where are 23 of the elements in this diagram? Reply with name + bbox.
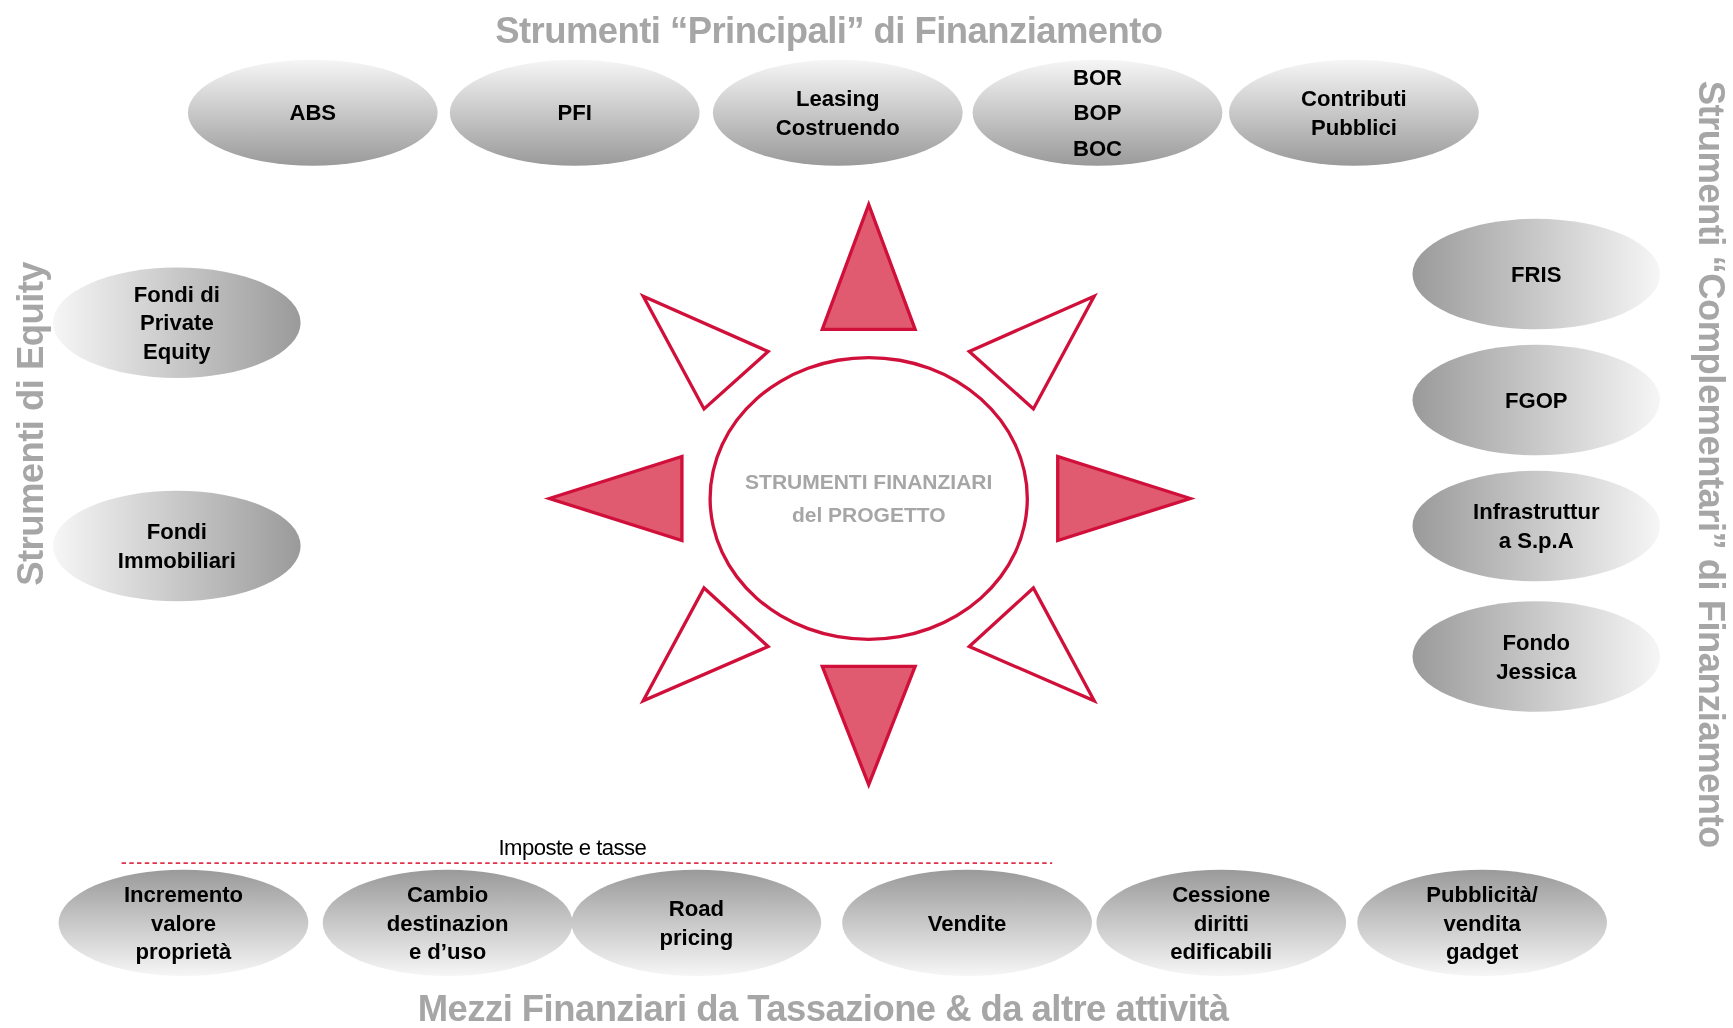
node-label: Vendite <box>926 909 1008 937</box>
node-label: Cambio destinazion e d’uso <box>385 880 510 966</box>
node-label: Incremento valore proprietà <box>122 880 245 966</box>
node-label: Fondi Immobiliari <box>116 518 237 575</box>
node-label: FGOP <box>1503 386 1569 415</box>
node-label: PFI <box>556 99 593 127</box>
node-label: STRUMENTI FINANZIARI del PROGETTO <box>744 468 994 529</box>
node-label: Road pricing <box>658 895 735 952</box>
node-label: Contributi Pubblici <box>1300 85 1408 142</box>
node-label: FRIS <box>1510 260 1563 289</box>
node-label: Fondi di Private Equity <box>132 280 221 366</box>
node-label: Pubblicità/ vendita gadget <box>1425 880 1539 966</box>
node-label: Fondo Jessica <box>1495 629 1578 686</box>
node-label: Infrastruttur a S.p.A <box>1472 498 1601 555</box>
node-label: Leasing Costruendo <box>774 85 901 142</box>
section-title: Strumenti di Equity <box>9 261 52 586</box>
node-label: BOR BOP BOC <box>1071 64 1124 163</box>
section-title: Strumenti “Principali” di Finanziamento <box>495 9 1163 52</box>
node-label: Cessione diritti edificabili <box>1169 880 1274 966</box>
divider-label: Imposte e tasse <box>498 835 647 861</box>
node-label: ABS <box>288 99 338 127</box>
section-title: Strumenti “Complementari” di Finanziamento <box>1690 80 1732 848</box>
section-title: Mezzi Finanziari da Tassazione & da altre attività <box>417 988 1229 1028</box>
